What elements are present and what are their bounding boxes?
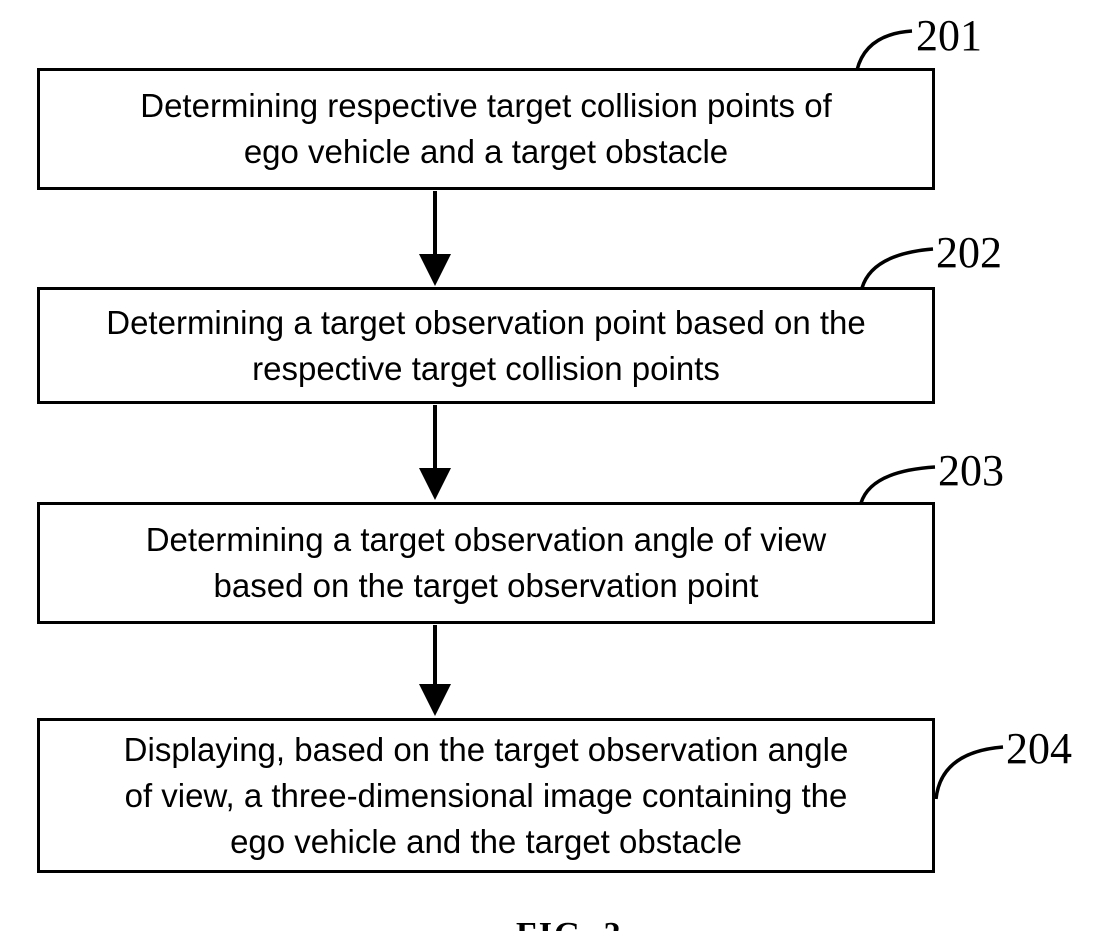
ref-label-203: 203: [938, 449, 1004, 493]
flow-step-204-line-2: of view, a three-dimensional image conta…: [125, 773, 848, 819]
flow-step-204-line-1: Displaying, based on the target observat…: [124, 727, 849, 773]
leader-line-203: [861, 467, 935, 503]
flow-step-box-204: Displaying, based on the target observat…: [37, 718, 935, 873]
flow-step-202-line-2: respective target collision points: [252, 346, 720, 392]
arrowhead-icon: [419, 468, 451, 500]
down-arrow-2: [419, 405, 451, 500]
down-arrow-3: [419, 625, 451, 716]
figure-caption: FIG. 2: [516, 916, 622, 931]
flow-step-box-203: Determining a target observation angle o…: [37, 502, 935, 624]
leader-line-204: [936, 747, 1003, 799]
arrowhead-icon: [419, 684, 451, 716]
ref-label-201: 201: [916, 14, 982, 58]
flow-step-202-line-1: Determining a target observation point b…: [106, 300, 865, 346]
flow-step-201-line-1: Determining respective target collision …: [140, 83, 832, 129]
flow-step-204-line-3: ego vehicle and the target obstacle: [230, 819, 742, 865]
flow-step-203-line-1: Determining a target observation angle o…: [146, 517, 827, 563]
leader-line-201: [857, 31, 912, 70]
flow-step-201-line-2: ego vehicle and a target obstacle: [244, 129, 728, 175]
arrowhead-icon: [419, 254, 451, 286]
leader-line-202: [862, 249, 933, 288]
down-arrow-1: [419, 191, 451, 286]
ref-label-204: 204: [1006, 727, 1072, 771]
flow-step-box-202: Determining a target observation point b…: [37, 287, 935, 404]
flow-step-203-line-2: based on the target observation point: [214, 563, 759, 609]
flow-step-box-201: Determining respective target collision …: [37, 68, 935, 190]
ref-label-202: 202: [936, 231, 1002, 275]
